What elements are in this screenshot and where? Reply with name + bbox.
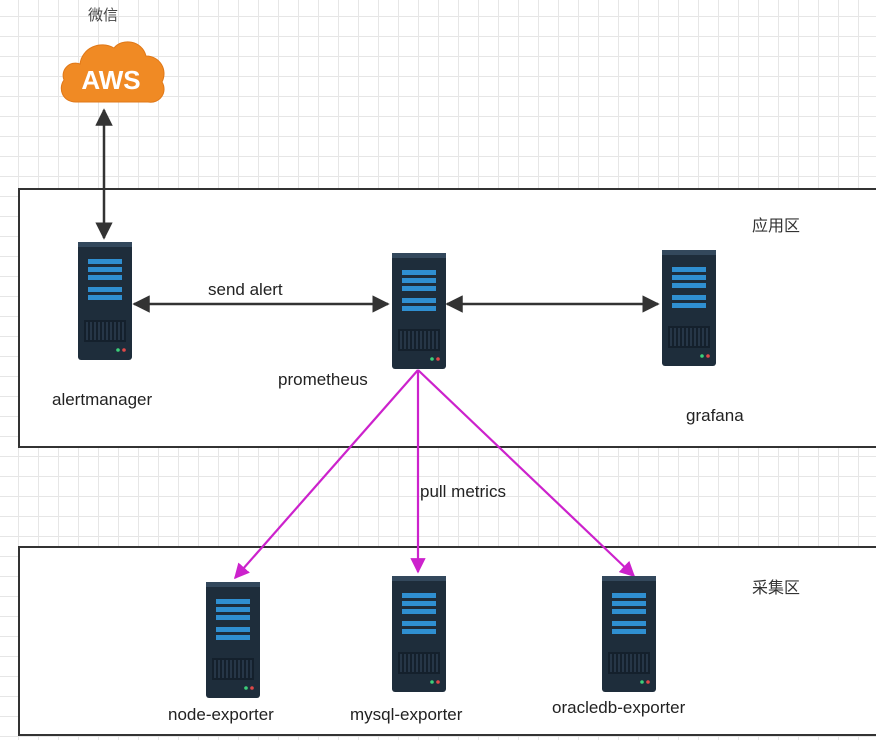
app-zone-label: 应用区 [752,218,801,235]
mysql-exporter-server-icon[interactable] [392,576,446,692]
grafana-label: grafana [686,406,744,425]
alertmanager-server-icon[interactable] [78,242,132,360]
app-zone [18,188,876,448]
collect-zone [18,546,876,736]
prometheus-server-icon[interactable] [392,253,446,369]
node-exporter-server-icon[interactable] [206,582,260,698]
collect-zone-label: 采集区 [752,580,801,597]
aws-cloud-text: AWS [81,65,140,95]
send-alert-label: send alert [208,280,283,299]
aws-cloud-icon: AWS [60,41,165,103]
grafana-server-icon[interactable] [662,250,716,366]
node-exporter-label: node-exporter [168,705,274,724]
wechat-label: 微信 [88,7,119,24]
prometheus-label: prometheus [278,370,368,389]
pull-metrics-label: pull metrics [420,482,506,501]
pull-node-exporter-arrow [233,369,419,580]
mysql-exporter-label: mysql-exporter [350,705,463,724]
alertmanager-label: alertmanager [52,390,153,409]
oracledb-exporter-server-icon[interactable] [602,576,656,692]
pull-oracledb-exporter-arrow [417,369,636,578]
oracledb-exporter-label: oracledb-exporter [552,698,686,717]
